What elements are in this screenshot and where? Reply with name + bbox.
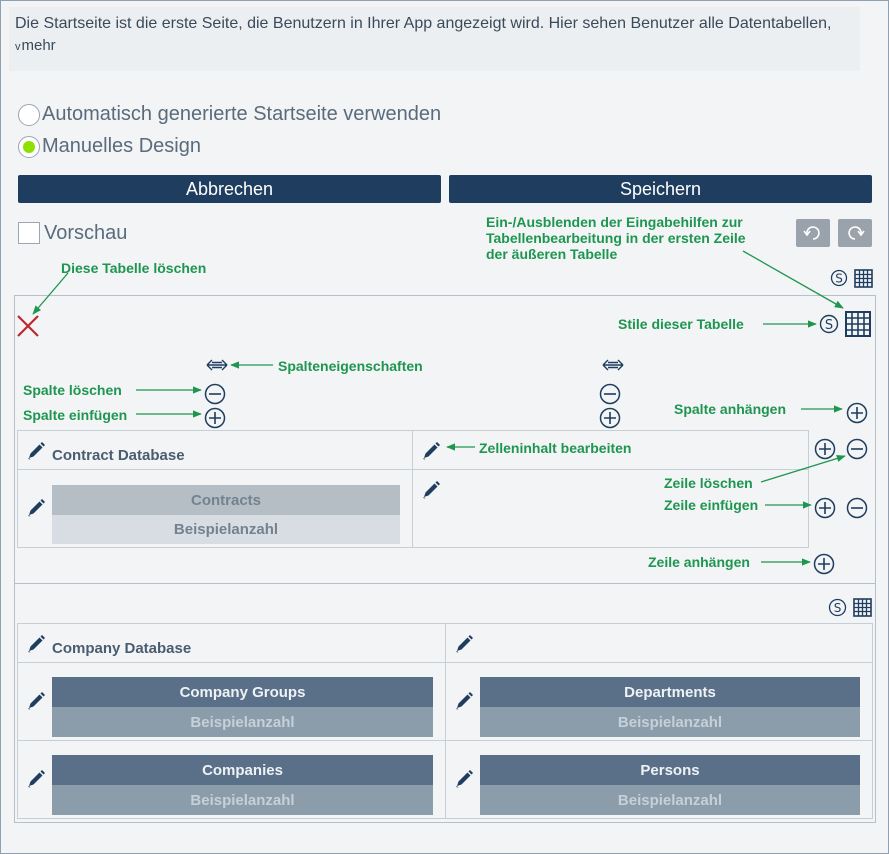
pencil-icon[interactable] [26,691,46,711]
description-panel: Die Startseite ist die erste Seite, die … [9,7,860,71]
radio-manual[interactable]: Manuelles Design [18,135,201,158]
pencil-icon[interactable] [26,769,46,789]
table2-cell-header-right[interactable] [445,623,873,663]
annotation-insert-column: Spalte einfügen [23,407,128,423]
table1-header-title: Contract Database [52,447,185,464]
contracts-card-subtitle: Beispielanzahl [52,515,400,544]
insert-column-icon[interactable] [204,407,226,429]
delete-column-icon[interactable] [204,383,226,405]
outer-styles-icon[interactable]: S [830,269,848,287]
table2-cell-company-groups[interactable]: Company Groups Beispielanzahl [17,662,446,741]
radio-manual-circle[interactable] [18,135,40,158]
undo-icon [803,226,820,240]
table2-cell-companies[interactable]: Companies Beispielanzahl [17,740,446,819]
table-helpers-icon[interactable] [845,311,871,337]
redo-button[interactable] [838,219,872,247]
cancel-button[interactable]: Abbrechen [18,175,441,203]
insert-row-icon[interactable] [814,438,836,460]
pencil-icon[interactable] [26,498,46,518]
annotation-insert-row: Zeile einfügen [664,497,759,513]
svg-text:S: S [835,272,843,286]
undo-button[interactable] [796,219,830,247]
table2-cell-persons[interactable]: Persons Beispielanzahl [445,740,873,819]
svg-text:S: S [825,318,833,333]
table2-cell-departments[interactable]: Departments Beispielanzahl [445,662,873,741]
pencil-icon[interactable] [421,441,441,461]
column-properties-icon-2[interactable] [602,358,624,372]
annotation-table-styles: Stile dieser Tabelle [618,316,744,332]
outer-table-helpers-icon[interactable] [854,269,873,288]
annotation-delete-column: Spalte löschen [23,382,122,398]
annotation-delete-table: Diese Tabelle löschen [61,260,207,276]
annotation-edit-cell: Zelleninhalt bearbeiten [479,440,632,456]
append-column-icon[interactable] [846,402,868,424]
annotation-delete-row: Zeile löschen [664,475,753,491]
contracts-card-title[interactable]: Contracts [52,485,400,515]
insert-column-icon-2[interactable] [599,407,621,429]
preview-label: Vorschau [44,222,128,244]
company-groups-card-title[interactable]: Company Groups [52,677,433,707]
append-row-icon[interactable] [813,553,835,575]
delete-column-icon-2[interactable] [599,383,621,405]
pencil-icon[interactable] [421,480,441,500]
table1-cell-header-right[interactable] [412,430,809,470]
column-properties-icon[interactable] [206,358,228,372]
table2-helpers-icon[interactable] [853,598,872,617]
save-button[interactable]: Speichern [449,175,872,203]
description-text: Die Startseite ist die erste Seite, die … [15,15,832,32]
persons-card-subtitle: Beispielanzahl [480,785,860,815]
departments-card-title[interactable]: Departments [480,677,860,707]
annotation-toggle-helpers: Ein-/Ausblenden der Eingabehilfen zur Ta… [486,214,746,262]
companies-card-subtitle: Beispielanzahl [52,785,433,815]
arrow-delete-row [760,454,846,483]
pencil-icon[interactable] [26,634,46,654]
more-label: mehr [21,37,56,54]
arrow-delete-table [32,272,69,315]
radio-auto-label: Automatisch generierte Startseite verwen… [42,103,442,125]
svg-text:S: S [834,601,842,615]
departments-card-subtitle: Beispielanzahl [480,707,860,737]
radio-manual-label: Manuelles Design [42,135,201,157]
table2-styles-icon[interactable]: S [828,598,847,617]
radio-auto[interactable]: Automatisch generierte Startseite verwen… [18,103,441,126]
preview-checkbox[interactable] [18,222,40,244]
pencil-icon[interactable] [454,769,474,789]
insert-row-icon-2[interactable] [814,497,836,519]
redo-icon [848,226,865,240]
table-styles-icon[interactable]: S [819,314,839,334]
pencil-icon[interactable] [454,634,474,654]
annotation-column-properties: Spalteneigenschaften [278,358,423,374]
more-link[interactable]: vmehr [15,37,56,54]
arrow-toggle-helpers [742,250,844,309]
pencil-icon[interactable] [26,441,46,461]
delete-table-icon[interactable] [16,314,40,338]
table1-cell-body-left[interactable]: Contracts Beispielanzahl [17,469,413,548]
persons-card-title[interactable]: Persons [480,755,860,785]
table1-cell-header-left[interactable]: Contract Database [17,430,413,470]
delete-row-icon-2[interactable] [846,497,868,519]
companies-card-title[interactable]: Companies [52,755,433,785]
annotation-append-row: Zeile anhängen [648,554,750,570]
table1-cell-body-right[interactable] [412,469,809,548]
annotation-append-column: Spalte anhängen [674,401,787,417]
company-groups-card-subtitle: Beispielanzahl [52,707,433,737]
radio-auto-circle[interactable] [18,103,40,126]
delete-row-icon[interactable] [846,438,868,460]
chevron-down-icon: v [15,41,21,53]
table2-header-title: Company Database [52,640,192,657]
pencil-icon[interactable] [454,691,474,711]
